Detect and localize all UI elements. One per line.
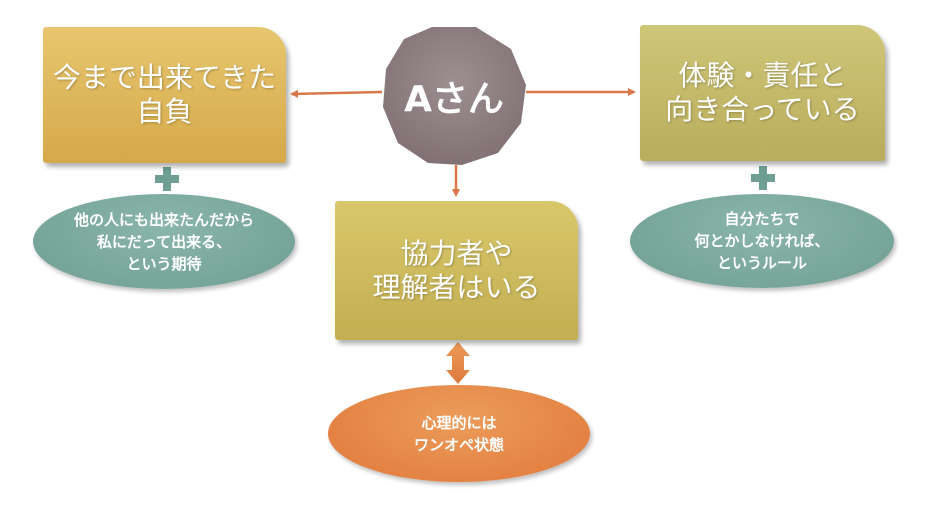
box-responsibility: 体験・責任と 向き合っている xyxy=(640,25,885,161)
oval-right-line3: というルール xyxy=(716,254,807,272)
oval-rule: 自分たちで 何とかしなければ、 というルール xyxy=(630,194,894,288)
oval-left-line3: という期待 xyxy=(126,254,202,273)
box-self-confidence: 今まで出来てきた 自負 xyxy=(43,27,286,163)
hub-octagon xyxy=(383,27,526,165)
oval-expectation: 他の人にも出来たんだから 私にだって出来る、 という期待 xyxy=(33,194,295,289)
oval-left-line2: 私にだって出来る、 xyxy=(96,232,232,251)
box-right-line2: 向き合っている xyxy=(665,93,860,126)
arrow-to-left-box xyxy=(290,89,383,98)
oval-solo-operation: 心理的には ワンオペ状態 xyxy=(328,385,590,482)
oval-right-line1: 自分たちで xyxy=(724,210,800,228)
box-left-line2: 自負 xyxy=(136,95,193,128)
box-right-line1: 体験・責任と xyxy=(678,59,847,92)
plus-icon-left xyxy=(155,167,179,191)
box-supporters: 協力者や 理解者はいる xyxy=(335,201,578,340)
plus-icon-right xyxy=(751,166,775,190)
oval-bottom-line2: ワンオペ状態 xyxy=(413,435,504,454)
hub-label: Aさん xyxy=(404,79,504,120)
oval-bottom-line1: 心理的には xyxy=(421,413,497,432)
oval-left-line1: 他の人にも出来たんだから xyxy=(73,210,254,229)
double-arrow-connector xyxy=(446,342,470,384)
box-left-line1: 今まで出来てきた xyxy=(52,61,277,94)
box-center-line2: 理解者はいる xyxy=(372,270,541,304)
oval-right-line2: 何とかしなければ、 xyxy=(694,232,830,250)
box-center-line1: 協力者や xyxy=(400,236,513,270)
